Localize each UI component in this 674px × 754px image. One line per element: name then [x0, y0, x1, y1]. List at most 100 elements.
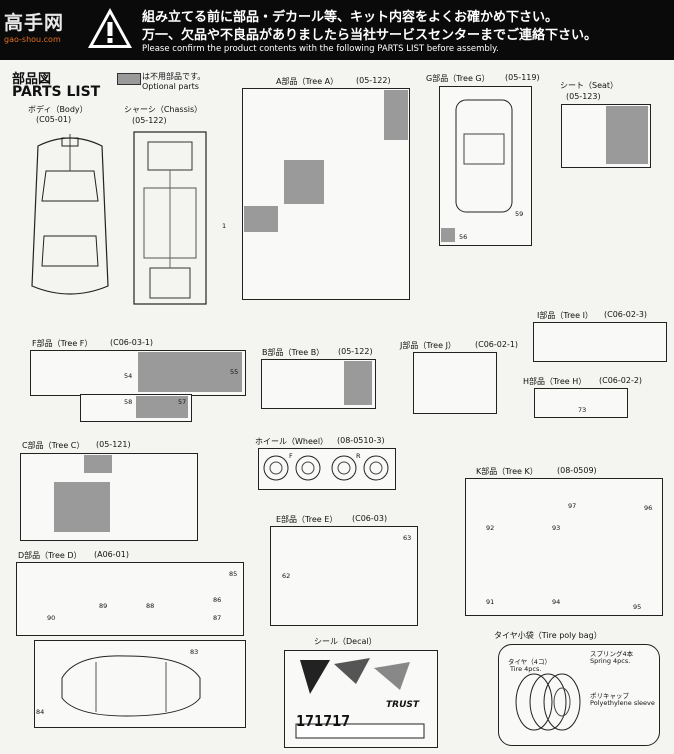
seat-optional: [606, 106, 648, 164]
spring-jp: スプリング4本: [590, 650, 634, 658]
tree-f-num-55: 55: [230, 368, 239, 376]
wheel-label: ホイール（Wheel）: [255, 437, 329, 446]
tree-b-label: B部品（Tree B）: [262, 348, 325, 357]
tree-a-optional-3: [244, 206, 278, 232]
spring-en: Spring 4pcs.: [590, 657, 631, 665]
tree-c-code: (05-121): [96, 440, 131, 449]
tree-f-optional-1: [138, 352, 242, 392]
tree-f-optional-2: [136, 396, 188, 418]
chassis-code: (05-122): [132, 116, 167, 125]
tree-g-drawing: [455, 99, 513, 213]
tree-k-num-97: 97: [568, 502, 577, 510]
optional-legend-swatch: [117, 73, 141, 85]
chassis-label: シャーシ（Chassis）: [124, 105, 203, 114]
cap-jp: ポリキャップ: [590, 692, 629, 700]
tree-k-code: (08-0509): [557, 466, 597, 475]
tree-i-code: (C06-02-3): [604, 310, 648, 319]
logo-text: 高手网: [4, 12, 65, 34]
tree-k-num-93: 93: [552, 524, 561, 532]
seat-code: (05-123): [566, 92, 601, 101]
tree-c-label: C部品（Tree C）: [22, 441, 85, 450]
tree-h-num-73: 73: [578, 406, 587, 414]
tree-d-num-85: 85: [229, 570, 238, 578]
tree-f-num-54: 54: [124, 372, 133, 380]
tree-i-label: I部品（Tree I）: [537, 311, 593, 320]
cap-en: Polyethylene sleeve: [590, 699, 655, 707]
header-line-1: 組み立てる前に部品・デカール等、キット内容をよくお確かめ下さい。: [142, 10, 559, 25]
tree-j-label: J部品（Tree J）: [400, 341, 456, 350]
tree-k-num-91: 91: [486, 598, 495, 606]
site-logo: 高手网 gao-shou.com: [4, 8, 66, 48]
tree-d-num-88: 88: [146, 602, 155, 610]
tree-a-frame: [242, 88, 410, 300]
tree-h-code: (C06-02-2): [599, 376, 643, 385]
seat-label: シート（Seat）: [560, 81, 619, 90]
tree-d-label: D部品（Tree D）: [18, 551, 82, 560]
tree-a-optional-2: [284, 160, 324, 204]
decal-label: シール（Decal）: [314, 637, 377, 646]
tree-b-optional: [344, 361, 372, 405]
tree-d-num-87: 87: [213, 614, 222, 622]
header-line-3: Please confirm the product contents with…: [142, 44, 499, 54]
tree-a-label: A部品（Tree A）: [276, 77, 339, 86]
tire-bag-label: タイヤ小袋（Tire poly bag）: [494, 631, 602, 640]
tree-k-label: K部品（Tree K）: [476, 467, 538, 476]
wheel-mark-f: F: [289, 452, 293, 460]
tree-k-num-94: 94: [552, 598, 561, 606]
tree-d-num-86: 86: [213, 596, 222, 604]
tree-k-num-96: 96: [644, 504, 653, 512]
page-title-jp: 部品図: [12, 72, 52, 87]
body-label: ボディ（Body）: [28, 105, 88, 114]
tree-g-label: G部品（Tree G）: [426, 74, 490, 83]
tree-d-num-83: 83: [190, 648, 199, 656]
tree-f-code: (C06-03-1): [110, 338, 154, 347]
page-title-en: PARTS LIST: [12, 84, 101, 100]
tree-e-num-63: 63: [403, 534, 412, 542]
warning-triangle-icon: [88, 8, 132, 48]
decal-number: 171717: [296, 712, 351, 730]
tree-c-optional-2: [54, 482, 110, 532]
tree-d-num-89: 89: [99, 602, 108, 610]
tree-k-num-92: 92: [486, 524, 495, 532]
tree-a-optional-1: [384, 90, 408, 140]
tree-e-code: (C06-03): [352, 514, 388, 523]
tree-j-frame: [413, 352, 497, 414]
tree-g-optional: [441, 228, 455, 242]
tree-d-frame: [16, 562, 244, 636]
wheel-code: (08-0510-3): [337, 436, 385, 445]
logo-url: gao-shou.com: [4, 35, 61, 44]
tree-g-num-59: 59: [515, 210, 524, 218]
tree-j-code: (C06-02-1): [475, 340, 519, 349]
tree-g-code: (05-119): [505, 73, 540, 82]
legend-jp: は不用部品です。: [142, 72, 206, 81]
tree-e-frame: [270, 526, 418, 626]
tire-stack-drawing: [515, 673, 581, 731]
header-line-2: 万一、欠品や不良品がありましたら当社サービスセンターまでご連絡下さい。: [142, 28, 598, 43]
tree-d-code: (A06-01): [94, 550, 129, 559]
tree-f-label: F部品（Tree F）: [32, 339, 93, 348]
tire-en: Tire 4pcs.: [510, 665, 542, 673]
wheel-mark-r: R: [356, 452, 361, 460]
tree-h-label: H部品（Tree H）: [523, 377, 587, 386]
tree-a-code: (05-122): [356, 76, 391, 85]
body-code: (C05-01): [36, 115, 72, 124]
tree-c-optional-1: [84, 455, 112, 473]
wheel-frame: [258, 448, 396, 490]
chassis-num: 1: [222, 222, 227, 230]
decal-graphic: [295, 658, 425, 739]
wheel-drawing: [263, 455, 389, 481]
tree-d-num-84: 84: [36, 708, 45, 716]
tree-k-frame: [465, 478, 663, 616]
legend-en: Optional parts: [142, 82, 199, 91]
tree-d-frame-lower: [34, 640, 246, 728]
tree-e-label: E部品（Tree E）: [276, 515, 338, 524]
tree-g-frame: [439, 86, 532, 246]
body-drawing: [31, 134, 109, 295]
tree-d-num-90: 90: [47, 614, 56, 622]
tree-e-num-62: 62: [282, 572, 291, 580]
tire-jp: タイヤ（4コ）: [508, 658, 551, 666]
tree-f-num-58: 58: [124, 398, 133, 406]
tree-g-num-56: 56: [459, 233, 468, 241]
tree-h-frame: [534, 388, 628, 418]
decal-brand: TRUST: [386, 700, 419, 710]
